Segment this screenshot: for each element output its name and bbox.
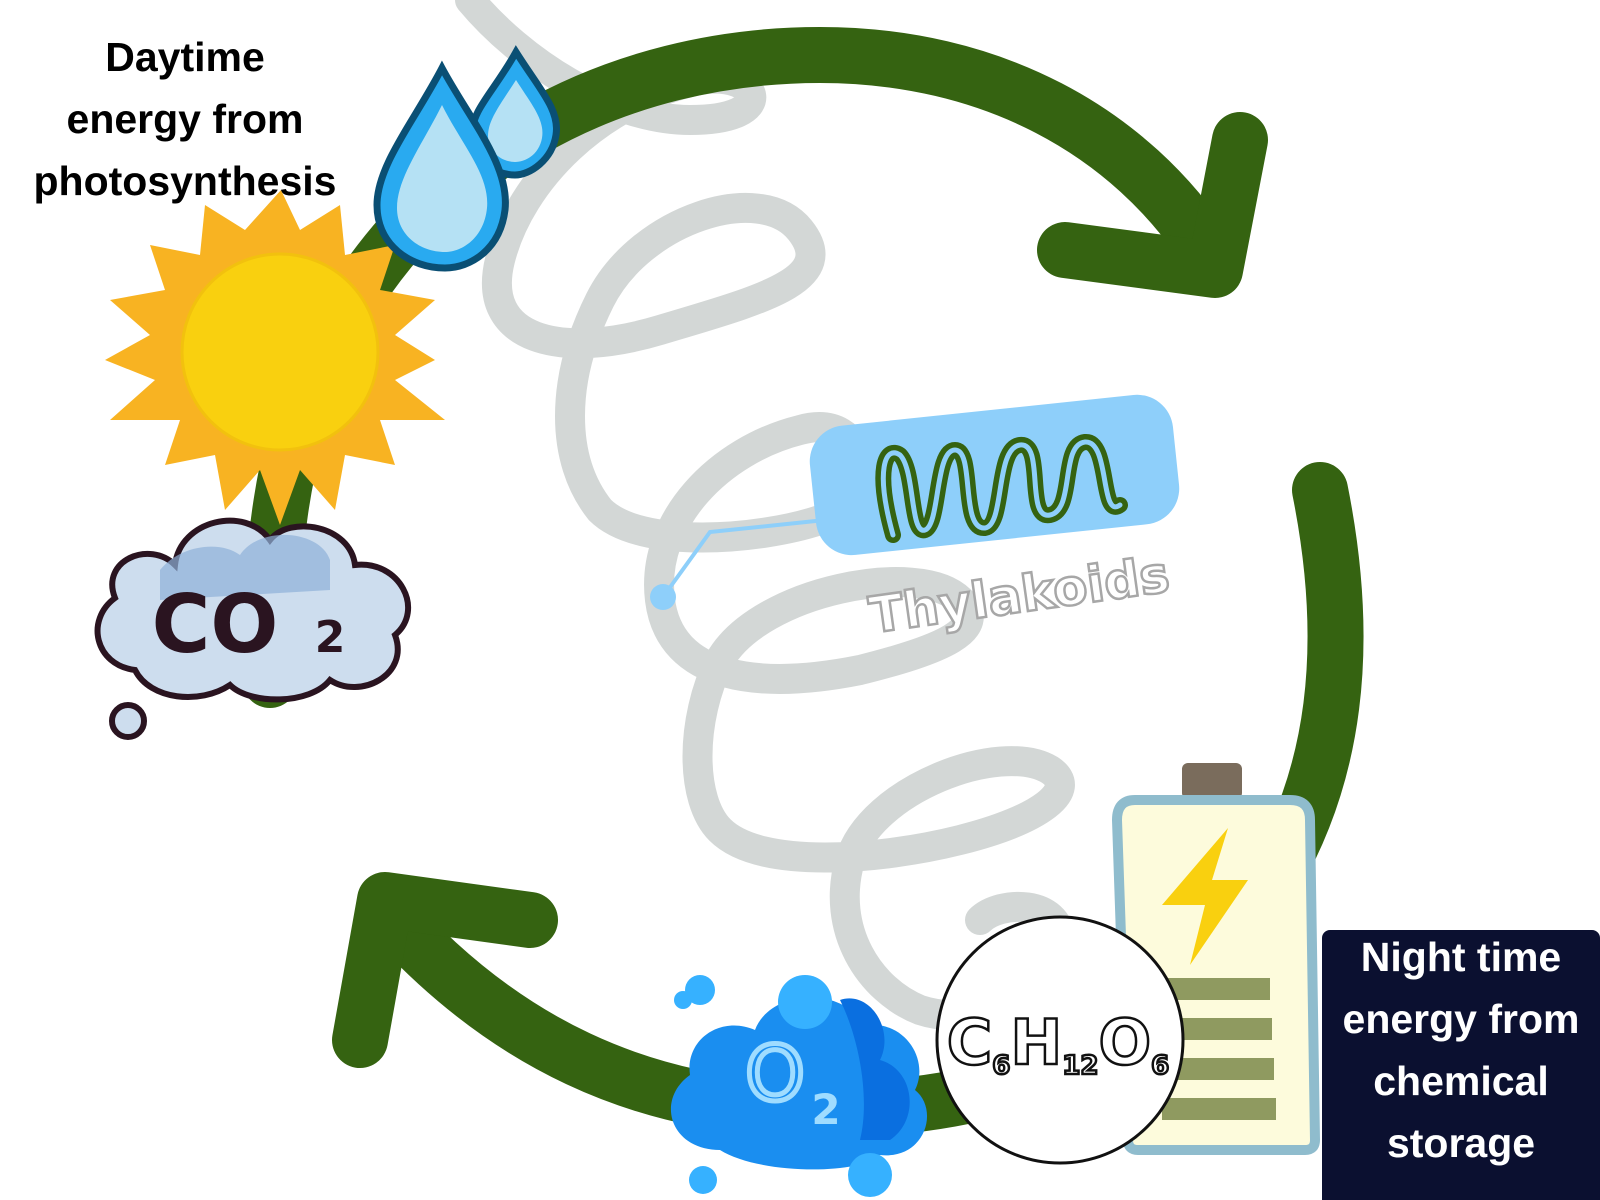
co2-cloud-icon: CO 2	[94, 517, 411, 740]
thylakoid-icon	[809, 394, 1180, 556]
glucose-molecule: C6H12O6	[935, 915, 1185, 1165]
glucose-c: C	[947, 1006, 993, 1079]
daytime-energy-label: Daytime energy from photosynthesis	[33, 34, 337, 204]
co2-label: CO	[152, 578, 279, 671]
night-energy-label: Night time energy from chemical storage	[1342, 934, 1580, 1166]
glucose-o: O	[1098, 1006, 1151, 1079]
glucose-h-count: 12	[1062, 1051, 1098, 1081]
o2-subscript: 2	[811, 1085, 840, 1134]
o2-label: O	[745, 1029, 805, 1118]
glucose-formula: C6H12O6	[947, 1006, 1170, 1081]
glucose-h: H	[1010, 1006, 1062, 1079]
o2-cloud-icon: O 2	[670, 975, 928, 1197]
sun-icon	[105, 190, 445, 525]
night-label-box	[1322, 930, 1600, 1200]
water-drops-icon	[373, 45, 560, 272]
co2-subscript: 2	[315, 612, 346, 663]
glucose-o-count: 6	[1151, 1051, 1169, 1081]
lightning-icon	[1162, 828, 1248, 965]
thylakoid-label: Thylakoids	[866, 545, 1173, 644]
glucose-c-count: 6	[992, 1051, 1010, 1081]
thylakoid-callout: Thylakoids	[650, 394, 1180, 646]
chloroplast-coil-icon	[455, 0, 1076, 1031]
